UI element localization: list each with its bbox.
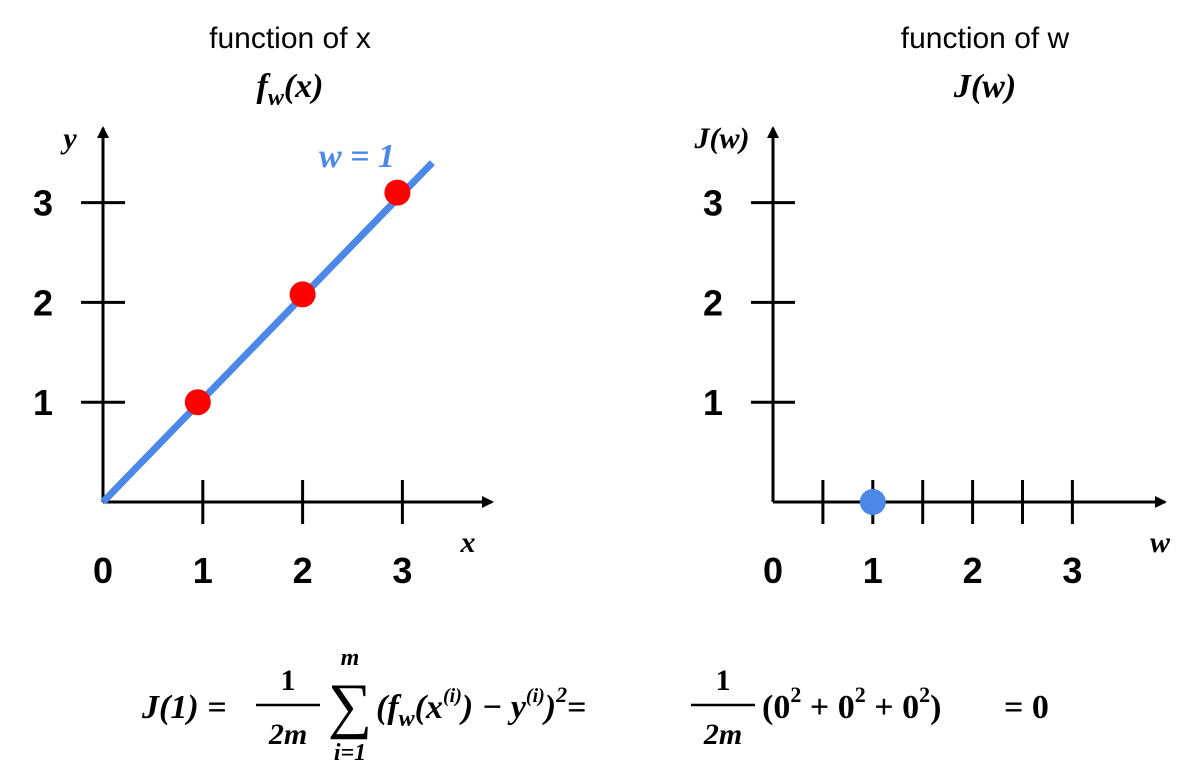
left-x-tick-label-3: 3 <box>392 550 412 591</box>
right-y-tick-label-2: 2 <box>703 282 723 323</box>
right-y-axis-label: J(w) <box>694 122 750 155</box>
left-y-tick-label-1: 1 <box>33 382 53 423</box>
formula-frac1-den: 2m <box>268 718 307 751</box>
left-series-label: w = 1 <box>319 138 395 175</box>
right-chart-header: function of w J(w) <box>901 22 1070 105</box>
left-x-axis-label: x <box>460 526 476 559</box>
left-x-tick-label-2: 2 <box>293 550 313 591</box>
formula-sum-top: m <box>341 645 360 671</box>
right-chart-title: function of w <box>901 22 1070 55</box>
left-origin-label: 0 <box>93 550 113 591</box>
right-x-tick-label-1: 1 <box>863 550 883 591</box>
left-chart-subtitle: fw(x) <box>257 68 324 111</box>
formula-frac2-num: 1 <box>716 664 731 697</box>
formula-term: (fw(x(i)) − y(i))2= <box>376 682 587 732</box>
left-chart-header: function of x fw(x) <box>209 22 371 111</box>
left-y-tick-label-2: 2 <box>33 282 53 323</box>
formula-frac1-num: 1 <box>281 664 296 697</box>
right-y-tick-label-3: 3 <box>703 183 723 224</box>
left-y-axis-label: y <box>60 122 77 155</box>
right-data-point-0 <box>859 489 886 515</box>
right-chart: 1 2 3 1 2 3 0 w J(w) <box>694 122 1171 591</box>
right-y-tick-label-1: 1 <box>703 382 723 423</box>
right-origin-label: 0 <box>763 550 783 591</box>
formula-frac2-den: 2m <box>703 718 742 751</box>
cost-formula: J(1) = 1 2m m ∑ i=1 (fw(x(i)) − y(i))2= … <box>141 645 1049 766</box>
right-chart-subtitle: J(w) <box>953 68 1016 105</box>
left-data-point-2 <box>384 179 411 206</box>
formula-lhs: J(1) = <box>141 689 227 726</box>
formula-sum-bottom: i=1 <box>334 740 366 766</box>
formula-paren-group: (02 + 02 + 02) <box>762 682 941 726</box>
right-x-tick-label-2: 2 <box>963 550 983 591</box>
left-x-tick-label-1: 1 <box>193 550 213 591</box>
left-y-tick-label-3: 3 <box>33 183 53 224</box>
left-chart: 1 2 3 1 2 3 w = 1 0 x y <box>33 122 494 591</box>
left-chart-title: function of x <box>209 22 371 55</box>
formula-sum-symbol: ∑ <box>328 672 372 740</box>
left-data-point-1 <box>289 281 316 308</box>
formula-result: = 0 <box>1004 689 1049 726</box>
right-x-tick-label-3: 3 <box>1062 550 1082 591</box>
left-data-point-0 <box>184 389 211 416</box>
right-x-axis-label: w <box>1150 526 1171 559</box>
left-series-line-w1 <box>100 160 435 505</box>
